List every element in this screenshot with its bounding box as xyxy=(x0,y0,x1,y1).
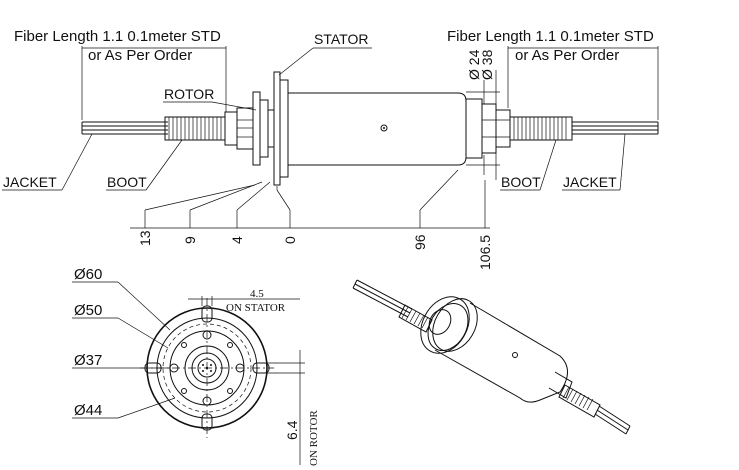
fiber-length-left-line1: Fiber Length 1.1 0.1meter STD xyxy=(14,28,221,45)
left-connector xyxy=(224,107,254,150)
right-connector xyxy=(465,98,511,159)
boot-left-label: BOOT xyxy=(107,174,147,190)
dimension-9: 9 xyxy=(182,236,198,244)
jacket-right-label: JACKET xyxy=(563,174,617,190)
rotor-flange xyxy=(252,91,269,166)
boot-right-label: BOOT xyxy=(501,174,541,190)
jacket-left-label: JACKET xyxy=(3,174,57,190)
right-boot xyxy=(509,116,573,141)
slot-rotor-label: ON ROTOR xyxy=(308,410,320,466)
dia-37-label: Ø37 xyxy=(74,352,102,369)
dimension-96: 96 xyxy=(412,234,428,250)
dimension-13: 13 xyxy=(137,230,153,246)
side-view: Fiber Length 1.1 0.1meter STD or As Per … xyxy=(2,28,659,270)
leader-lines xyxy=(2,47,626,191)
isometric-view xyxy=(352,279,631,435)
left-boot xyxy=(164,116,226,141)
dimension-4: 4 xyxy=(229,236,245,244)
dia-24-label: Ø 24 xyxy=(466,49,482,80)
slot-stator-label: ON STATOR xyxy=(226,302,286,314)
rotor-label: ROTOR xyxy=(164,86,214,102)
slot-stator-value: 4.5 xyxy=(250,288,264,300)
fiber-length-left-line2: or As Per Order xyxy=(88,47,192,64)
diameter-dimension-lines xyxy=(466,70,500,180)
dia-50-label: Ø50 xyxy=(74,302,102,319)
left-fiber-jacket xyxy=(81,121,168,135)
stator-label: STATOR xyxy=(314,31,368,47)
position-dimension-lines xyxy=(130,169,490,229)
dimension-106-5: 106.5 xyxy=(477,235,493,270)
slip-ring-body xyxy=(287,92,467,166)
stator-flange xyxy=(267,71,289,186)
fiber-length-dimensions xyxy=(81,46,659,120)
slot-rotor-value: 6.4 xyxy=(284,420,300,440)
dia-44-label: Ø44 xyxy=(74,402,102,419)
dimension-0: 0 xyxy=(282,236,298,244)
fiber-length-right-line2: or As Per Order xyxy=(515,47,619,64)
dia-38-label: Ø 38 xyxy=(479,49,495,80)
fiber-length-right-line1: Fiber Length 1.1 0.1meter STD xyxy=(447,28,654,45)
dia-60-label: Ø60 xyxy=(74,266,102,283)
end-view: Ø60 Ø50 Ø37 Ø44 4.5 ON STATOR 6.4 ON ROT… xyxy=(72,266,320,466)
right-fiber-jacket xyxy=(572,121,659,135)
